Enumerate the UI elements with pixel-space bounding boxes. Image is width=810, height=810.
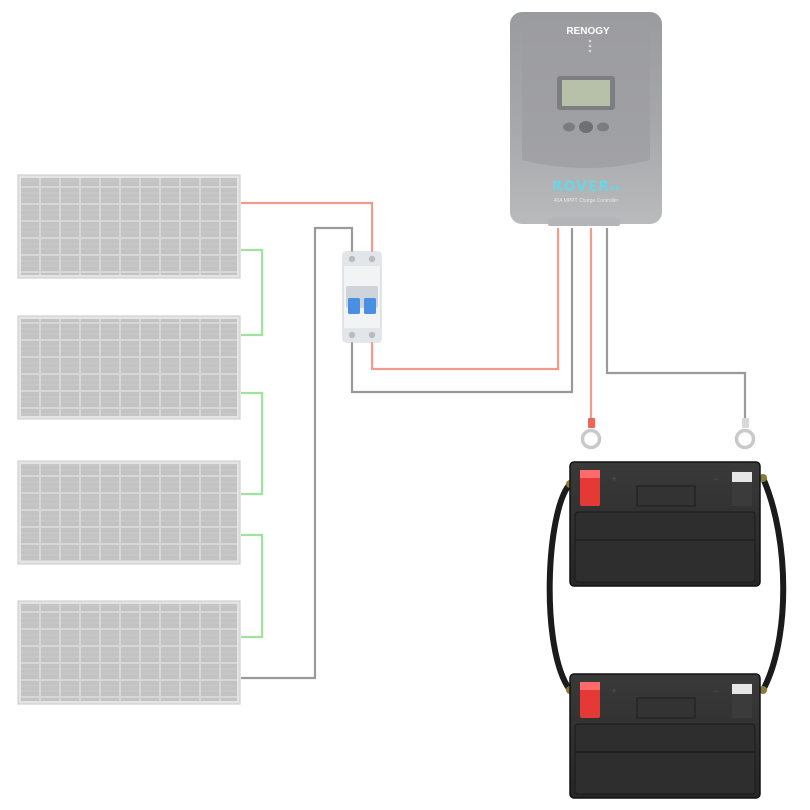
solar-panel-icon <box>17 315 241 420</box>
battery-icon: + − <box>569 673 761 799</box>
solar-panel-icon <box>17 600 241 705</box>
series-link-2 <box>241 391 264 496</box>
pv-negative-wire <box>350 228 574 394</box>
circuit-breaker-icon <box>342 251 382 343</box>
pv-positive-wire <box>370 228 560 371</box>
positive-jumper-cable <box>546 481 573 693</box>
ring-terminal-icon <box>734 418 756 450</box>
solar-panel-icon <box>17 174 241 279</box>
negative-jumper-cable <box>760 475 787 693</box>
battery-interconnect-cables <box>546 474 787 694</box>
brand-logo: RENOGY <box>566 26 610 37</box>
series-link-1 <box>241 248 264 337</box>
wires <box>241 201 747 680</box>
charge-controller-icon: RENOGY ROVER40 40A MPPT Charge Controlle… <box>510 12 662 226</box>
array-positive-wire <box>241 201 374 262</box>
lcd-screen <box>557 76 615 110</box>
array-negative-wire <box>241 226 354 680</box>
battery-negative-wire <box>605 228 747 418</box>
svg-text:+: + <box>611 474 616 484</box>
ring-terminal-icon <box>580 418 602 450</box>
solar-panels <box>17 174 241 705</box>
battery-icon: + − <box>569 461 761 587</box>
svg-text:−: − <box>713 474 718 484</box>
control-buttons <box>563 121 609 133</box>
svg-text:−: − <box>713 686 718 696</box>
solar-panel-icon <box>17 460 241 565</box>
svg-text:+: + <box>611 686 616 696</box>
model-subtitle: 40A MPPT Charge Controller <box>554 198 619 204</box>
series-link-3 <box>241 533 264 639</box>
model-label: ROVER40 <box>552 179 621 195</box>
